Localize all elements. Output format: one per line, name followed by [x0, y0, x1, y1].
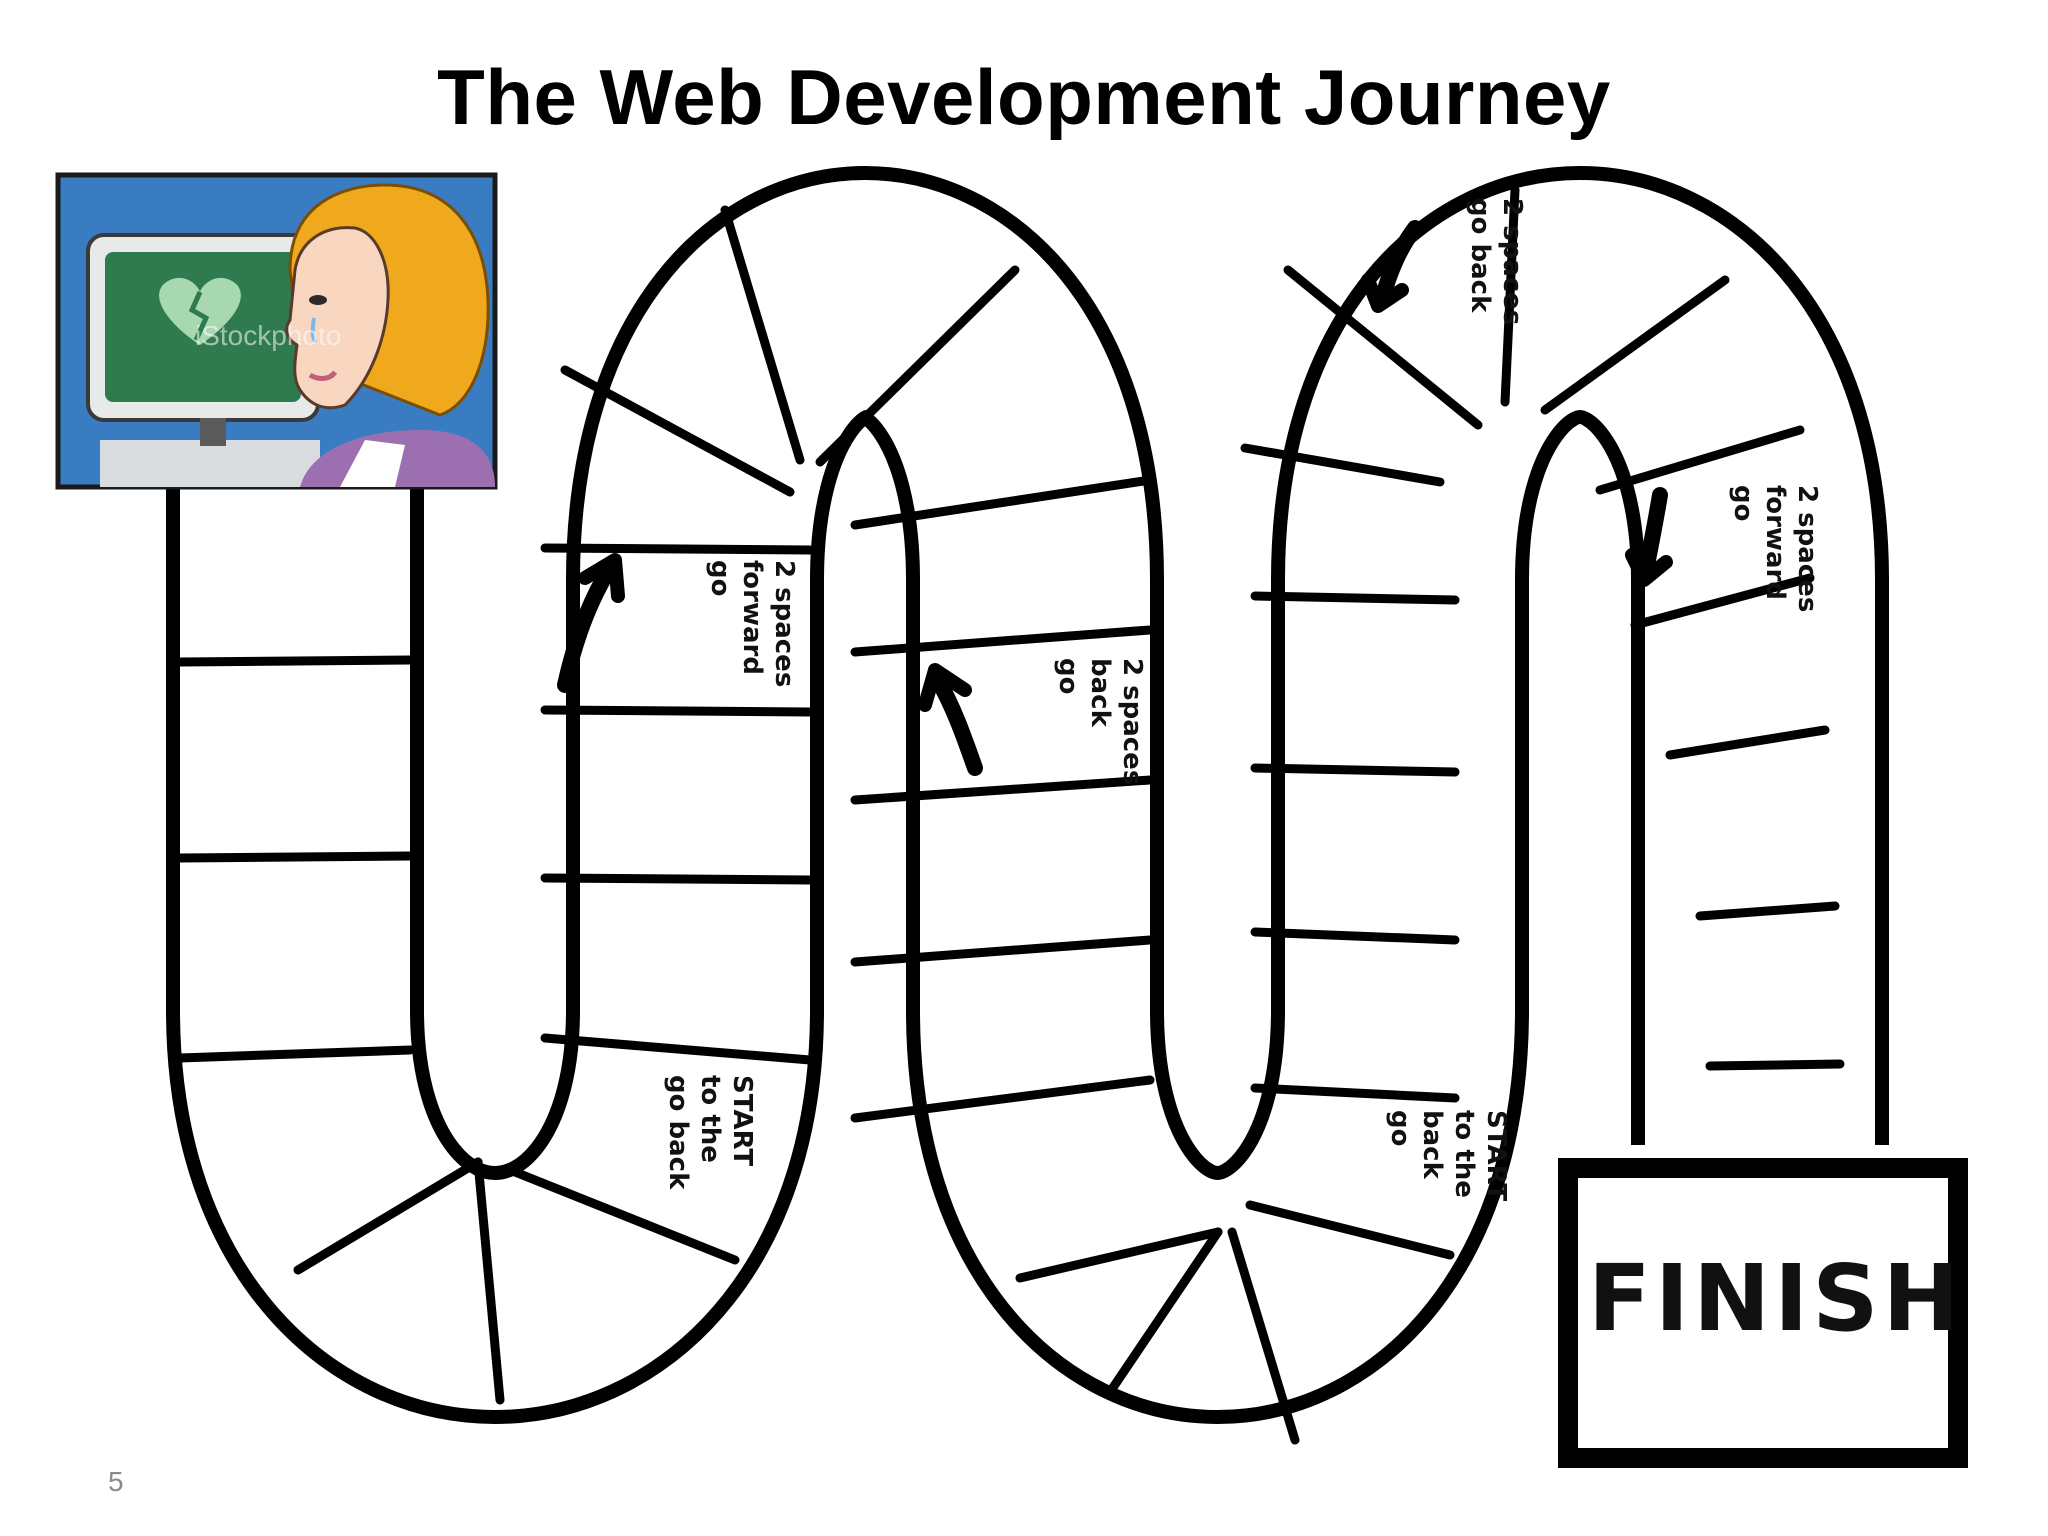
space-label-line: 2 spaces [1792, 485, 1822, 612]
space-label-line: go [1053, 658, 1083, 694]
divider [1103, 1227, 1223, 1400]
space-label-line: START [1481, 1110, 1511, 1201]
svg-text:go forward 2 s: go forward 2 spaces [1728, 485, 1822, 612]
keyboard-icon [100, 440, 320, 487]
space-forward-2-b: go forward 2 spaces [1625, 485, 1822, 612]
svg-text:go forward 2 s: go forward 2 spaces [705, 560, 799, 687]
space-label-line: 2 spaces [769, 560, 799, 687]
arrow-up-left-icon [930, 672, 983, 776]
divider [473, 1157, 505, 1405]
divider [175, 655, 415, 667]
face [285, 226, 390, 410]
space-label-line: to the [695, 1075, 725, 1163]
divider [1630, 573, 1815, 630]
divider [1015, 1227, 1223, 1283]
divider [1540, 275, 1730, 415]
divider [850, 775, 1155, 805]
space-label-line: 2 spaces [1117, 658, 1147, 785]
divider [850, 1075, 1155, 1123]
arrow-head [918, 663, 972, 712]
svg-text:go back to the: go back to the START [1385, 1110, 1511, 1207]
space-label-line: forward [737, 560, 767, 675]
space-label-line: go back [1465, 198, 1495, 313]
arrow-head [578, 553, 625, 603]
crying-woman-illustration: iStockphoto [55, 172, 498, 490]
space-back-to-start-a: go back to the START [663, 1075, 757, 1198]
divider [540, 1033, 815, 1065]
svg-text:go back to the: go back to the START [663, 1075, 757, 1198]
space-label-line: to the [1449, 1110, 1479, 1198]
path-track [166, 166, 1889, 1424]
space-back-to-start-b: go back to the START [1385, 1110, 1511, 1207]
svg-text:go back 2 spac: go back 2 spaces [1053, 658, 1147, 785]
space-label-line: 2 spaces [1497, 198, 1527, 325]
finish-label: FINISH [1588, 1245, 1964, 1352]
divider [850, 935, 1155, 967]
divider [175, 1045, 415, 1063]
divider [505, 1165, 740, 1265]
divider [540, 705, 815, 717]
broken-heart-icon [159, 277, 241, 345]
divider [175, 851, 415, 863]
space-back-2-b: go back 2 spaces [1361, 198, 1527, 325]
divider [540, 543, 815, 555]
divider [1250, 1083, 1460, 1103]
divider [815, 265, 1020, 467]
space-forward-2-a: go forward 2 spaces [557, 553, 799, 693]
finish-box: FINISH [1558, 1158, 1968, 1468]
arrow-head [1625, 548, 1673, 587]
arrow-down-left-icon [1374, 220, 1423, 308]
divider [1595, 425, 1805, 495]
divider [1227, 1227, 1300, 1445]
divider [1250, 927, 1460, 945]
divider [1705, 1059, 1845, 1071]
space-label-line: forward [1760, 485, 1790, 600]
divider [560, 365, 795, 497]
divider [1283, 265, 1483, 430]
arrow-down-icon [1637, 487, 1668, 583]
divider [850, 625, 1155, 657]
divider [1500, 185, 1520, 407]
space-label-line: go [1385, 1110, 1415, 1146]
divider [720, 205, 805, 465]
divider [293, 1157, 483, 1275]
divider [1245, 1200, 1455, 1260]
space-label-line: START [727, 1075, 757, 1166]
slide-title: The Web Development Journey [437, 53, 1611, 141]
space-label-line: go back [663, 1075, 693, 1190]
divider [1240, 443, 1445, 487]
divider [540, 873, 815, 885]
divider [1250, 591, 1460, 605]
watermark: iStockphoto [195, 320, 341, 351]
space-label-line: back [1417, 1110, 1447, 1180]
space-label-line: go [705, 560, 735, 596]
divider [1665, 725, 1830, 760]
divider [1250, 763, 1460, 777]
space-label-line: go [1728, 485, 1758, 521]
slide-number: 5 [108, 1466, 124, 1497]
space-label-line: back [1085, 658, 1115, 728]
space-back-2-a: go back 2 spaces [918, 658, 1147, 785]
path-dividers [175, 185, 1845, 1445]
divider [850, 475, 1155, 530]
arrow-up-icon [557, 560, 618, 693]
svg-text:go back 2 spaces: go back 2 spaces [1465, 198, 1527, 325]
divider [1695, 901, 1840, 921]
arrow-head [1361, 273, 1409, 313]
